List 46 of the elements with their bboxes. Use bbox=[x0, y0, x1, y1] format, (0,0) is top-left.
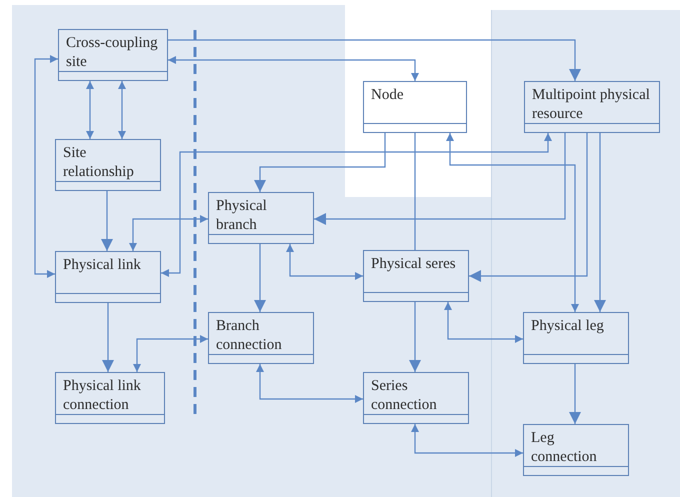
connector-arrow bbox=[101, 191, 113, 251]
box-label: Physical leg bbox=[531, 317, 605, 336]
connector-arrow bbox=[286, 244, 363, 280]
connector-arrow bbox=[314, 133, 566, 225]
connector-arrow bbox=[102, 303, 114, 372]
connector-arrow bbox=[168, 56, 419, 81]
connector-arrow bbox=[446, 133, 579, 312]
box-label: Cross-coupling site bbox=[66, 34, 159, 72]
box-label: Multipoint physical resource bbox=[532, 86, 651, 124]
box-label: Physical seres bbox=[371, 255, 457, 274]
box-label: Branch connection bbox=[216, 317, 283, 355]
class-box bbox=[363, 250, 469, 302]
class-box bbox=[363, 372, 469, 424]
connector-arrow bbox=[168, 39, 581, 81]
connector-arrow bbox=[409, 302, 421, 372]
connector-arrow bbox=[118, 81, 126, 139]
connector-arrow bbox=[129, 215, 208, 251]
box-label: Physical link connection bbox=[63, 377, 142, 415]
class-box bbox=[363, 81, 467, 133]
connector-arrow bbox=[161, 133, 552, 277]
connector-arrow bbox=[469, 133, 588, 282]
class-box bbox=[523, 424, 629, 476]
class-box bbox=[208, 192, 314, 244]
connector-arrow bbox=[34, 55, 58, 278]
connector-arrow bbox=[256, 364, 363, 403]
connector-arrow bbox=[411, 424, 523, 457]
class-box bbox=[58, 29, 168, 81]
connector-arrow bbox=[254, 133, 386, 192]
class-box bbox=[55, 251, 161, 303]
box-label: Physical branch bbox=[216, 197, 268, 235]
box-label: Site relationship bbox=[63, 144, 135, 182]
connector-arrow bbox=[569, 364, 581, 424]
connector-arrow bbox=[133, 335, 208, 372]
connector-arrow bbox=[254, 244, 266, 312]
box-label: Physical link bbox=[63, 256, 142, 275]
box-label: Series connection bbox=[371, 377, 438, 415]
box-label: Leg connection bbox=[531, 429, 598, 467]
class-box bbox=[208, 312, 314, 364]
connector-arrow bbox=[86, 81, 94, 139]
class-box bbox=[55, 372, 165, 424]
connector-arrow bbox=[444, 302, 523, 343]
connector-arrow bbox=[594, 133, 606, 312]
class-box bbox=[523, 312, 629, 364]
class-box bbox=[55, 139, 161, 191]
box-label: Node bbox=[371, 86, 404, 105]
class-box bbox=[524, 81, 660, 133]
